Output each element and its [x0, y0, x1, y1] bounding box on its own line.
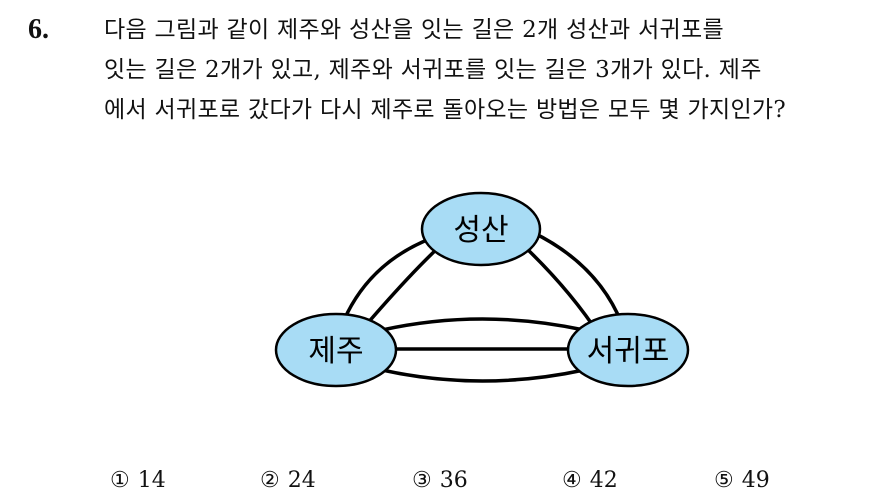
question-number: 6.: [28, 14, 49, 45]
node-seongsan: 성산: [420, 191, 542, 267]
choice-3-value: 36: [439, 468, 468, 493]
choice-1-mark: ①: [110, 468, 130, 493]
node-seogwipo-label: 서귀포: [587, 334, 670, 369]
question-line-3: 에서 서귀포로 갔다가 다시 제주로 돌아오는 방법은 모두 몇 가지인가?: [104, 97, 787, 123]
choice-2-mark: ②: [260, 468, 280, 493]
node-seogwipo-ellipse: [566, 312, 690, 388]
node-jeju-label: 제주: [308, 334, 363, 369]
choice-5[interactable]: ⑤ 49: [714, 466, 770, 496]
node-seogwipo: 서귀포: [566, 312, 690, 388]
road-jeju-seongsan-1: [342, 236, 433, 321]
question-line-1: 다음 그림과 같이 제주와 성산을 잇는 길은 2개 성산과 서귀포를: [104, 17, 724, 43]
choice-1[interactable]: ① 14: [110, 466, 166, 496]
node-seongsan-ellipse: [420, 191, 542, 267]
choice-3-mark: ③: [412, 468, 432, 493]
choice-3[interactable]: ③ 36: [412, 466, 468, 496]
choice-4-value: 42: [589, 468, 618, 493]
node-seongsan-label: 성산: [453, 213, 508, 248]
road-seongsan-seogwipo-1: [531, 230, 624, 325]
node-jeju: 제주: [274, 312, 398, 388]
choice-5-mark: ⑤: [714, 468, 734, 493]
question-text: 다음 그림과 같이 제주와 성산을 잇는 길은 2개 성산과 서귀포를 잇는 길…: [104, 10, 870, 130]
choice-4-mark: ④: [562, 468, 582, 493]
choice-2[interactable]: ② 24: [260, 466, 316, 496]
node-jeju-ellipse: [274, 312, 398, 388]
road-jeju-seongsan-2: [358, 244, 442, 334]
road-jeju-seogwipo-3: [381, 368, 585, 383]
choice-2-value: 24: [287, 468, 316, 493]
road-jeju-seogwipo-1: [381, 317, 585, 332]
choice-5-value: 49: [741, 468, 770, 493]
choice-1-value: 14: [137, 468, 166, 493]
question-line-2: 잇는 길은 2개가 있고, 제주와 서귀포를 잇는 길은 3개가 있다. 제주: [104, 57, 762, 83]
choice-4[interactable]: ④ 42: [562, 466, 618, 496]
answer-choices: ① 14 ② 24 ③ 36 ④ 42 ⑤ 49: [0, 466, 884, 496]
